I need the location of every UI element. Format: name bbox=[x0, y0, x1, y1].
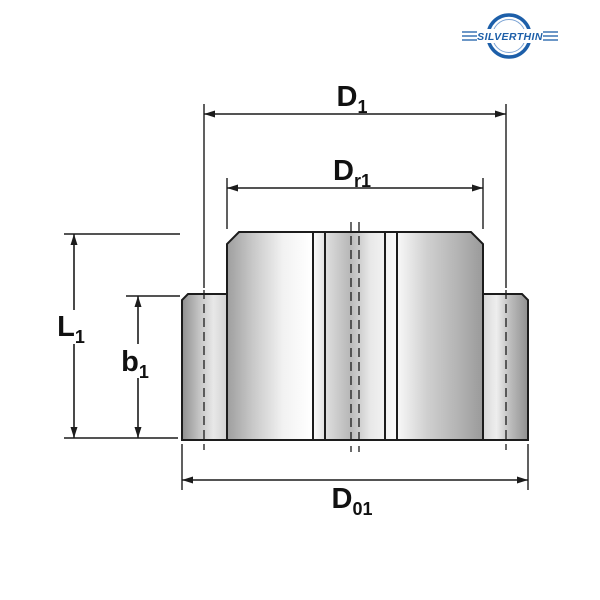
dimension-d1: D1 bbox=[203, 81, 507, 288]
logo-band bbox=[459, 29, 561, 43]
dr1-label: Dr1 bbox=[333, 155, 371, 191]
logo-speed-lines-right-icon bbox=[543, 31, 558, 41]
part-cross-section bbox=[181, 222, 529, 452]
dimension-dr1: Dr1 bbox=[226, 155, 484, 229]
d01-label: D01 bbox=[332, 483, 373, 519]
d1-label: D1 bbox=[337, 81, 368, 117]
logo-speed-lines-left-icon bbox=[462, 31, 477, 41]
l1-label: L1 bbox=[57, 311, 85, 347]
b1-label-mask bbox=[116, 344, 158, 378]
central-body bbox=[226, 231, 484, 441]
l1-label-mask bbox=[52, 310, 94, 344]
inner-bore-edges bbox=[312, 232, 398, 440]
brand-logo: SILVERTHIN bbox=[459, 13, 561, 59]
b1-label: b1 bbox=[121, 346, 149, 382]
dimension-l1: L1 bbox=[52, 233, 180, 439]
bolt-hole-centerlines bbox=[203, 290, 507, 450]
logo-brand-text: SILVERTHIN bbox=[477, 31, 543, 43]
dimension-d01: D01 bbox=[181, 444, 529, 519]
dimension-b1: b1 bbox=[116, 295, 180, 438]
bore-centerlines bbox=[350, 222, 360, 452]
